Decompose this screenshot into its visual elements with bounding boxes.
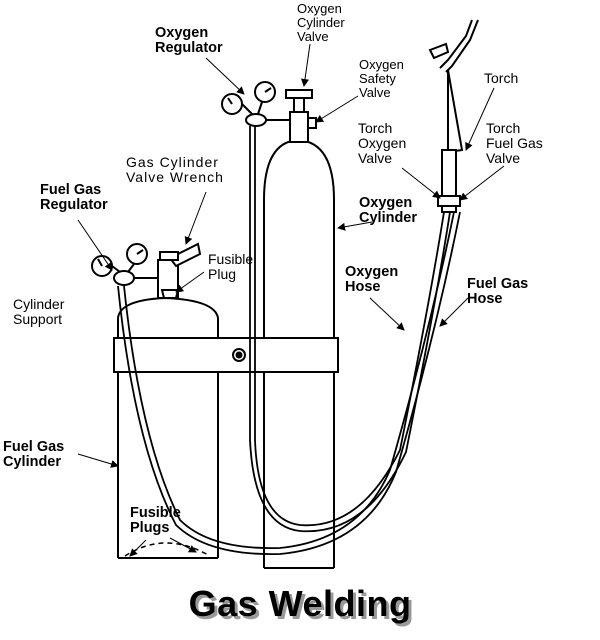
- page-title: Gas Welding: [188, 583, 412, 624]
- label-torch: Torch: [484, 70, 519, 86]
- label-torch-oxygen-valve: Torch Oxygen Valve: [358, 120, 407, 166]
- label-fuel-gas-cylinder: Fuel Gas Cylinder: [3, 439, 65, 470]
- strap-bolt: [232, 348, 246, 362]
- oxygen-cylinder-valve: [289, 111, 309, 143]
- fuel-gas-regulator-body: [113, 270, 135, 286]
- label-oxygen-regulator: Oxygen Regulator: [155, 25, 223, 56]
- cylinder-support-strap: [113, 337, 339, 373]
- label-cylinder-support: Cylinder Support: [13, 296, 65, 327]
- label-oxygen-cylinder-valve: Oxygen Cylinder Valve: [297, 1, 345, 44]
- label-torch-fuel-gas-valve: Torch Fuel Gas Valve: [486, 120, 543, 166]
- torch-body: [447, 69, 464, 154]
- oxygen-hose: [254, 126, 445, 527]
- oxygen-regulator-body: [245, 113, 267, 127]
- fusible-plug: [160, 289, 180, 299]
- label-fusible-plugs: Fusible Plugs: [130, 505, 181, 536]
- label-oxygen-safety-valve: Oxygen Safety Valve: [359, 57, 404, 100]
- label-fusible-plug: Fusible Plug: [208, 251, 254, 282]
- label-fuel-gas-hose: Fuel Gas Hose: [467, 276, 529, 307]
- torch-tip: [439, 19, 473, 69]
- fuel-gas-hose: [123, 211, 455, 549]
- label-fuel-gas-regulator: Fuel Gas Regulator: [40, 182, 108, 213]
- label-gas-cylinder-valve-wrench: Gas Cylinder Valve Wrench: [126, 154, 224, 185]
- label-oxygen-hose: Oxygen Hose: [345, 264, 399, 295]
- fusible-plugs-dashes: [124, 542, 211, 557]
- label-oxygen-cylinder: Oxygen Cylinder: [359, 195, 418, 226]
